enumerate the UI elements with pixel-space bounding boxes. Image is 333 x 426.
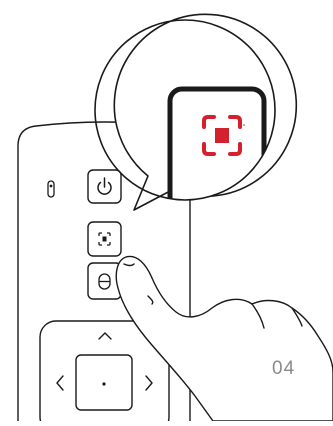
power-button[interactable] (87, 169, 122, 204)
chevron-left-icon[interactable] (56, 375, 64, 391)
pointing-hand (115, 255, 333, 422)
power-icon (97, 177, 112, 195)
screenshot-icon (98, 232, 111, 246)
chevron-up-icon[interactable] (98, 332, 112, 340)
dpad-ok[interactable] (75, 354, 133, 411)
chevron-right-icon[interactable] (145, 375, 153, 391)
dpad (39, 320, 170, 426)
enlarged-screenshot-button (167, 86, 267, 200)
led-indicator-icon (47, 180, 55, 198)
callout-bubble (94, 13, 298, 211)
mouse-icon (98, 273, 111, 290)
dot-icon (102, 382, 106, 386)
screenshot-button[interactable] (87, 221, 122, 257)
page-number: 04 (272, 358, 296, 379)
enlarged-screenshot-icon (202, 115, 242, 156)
